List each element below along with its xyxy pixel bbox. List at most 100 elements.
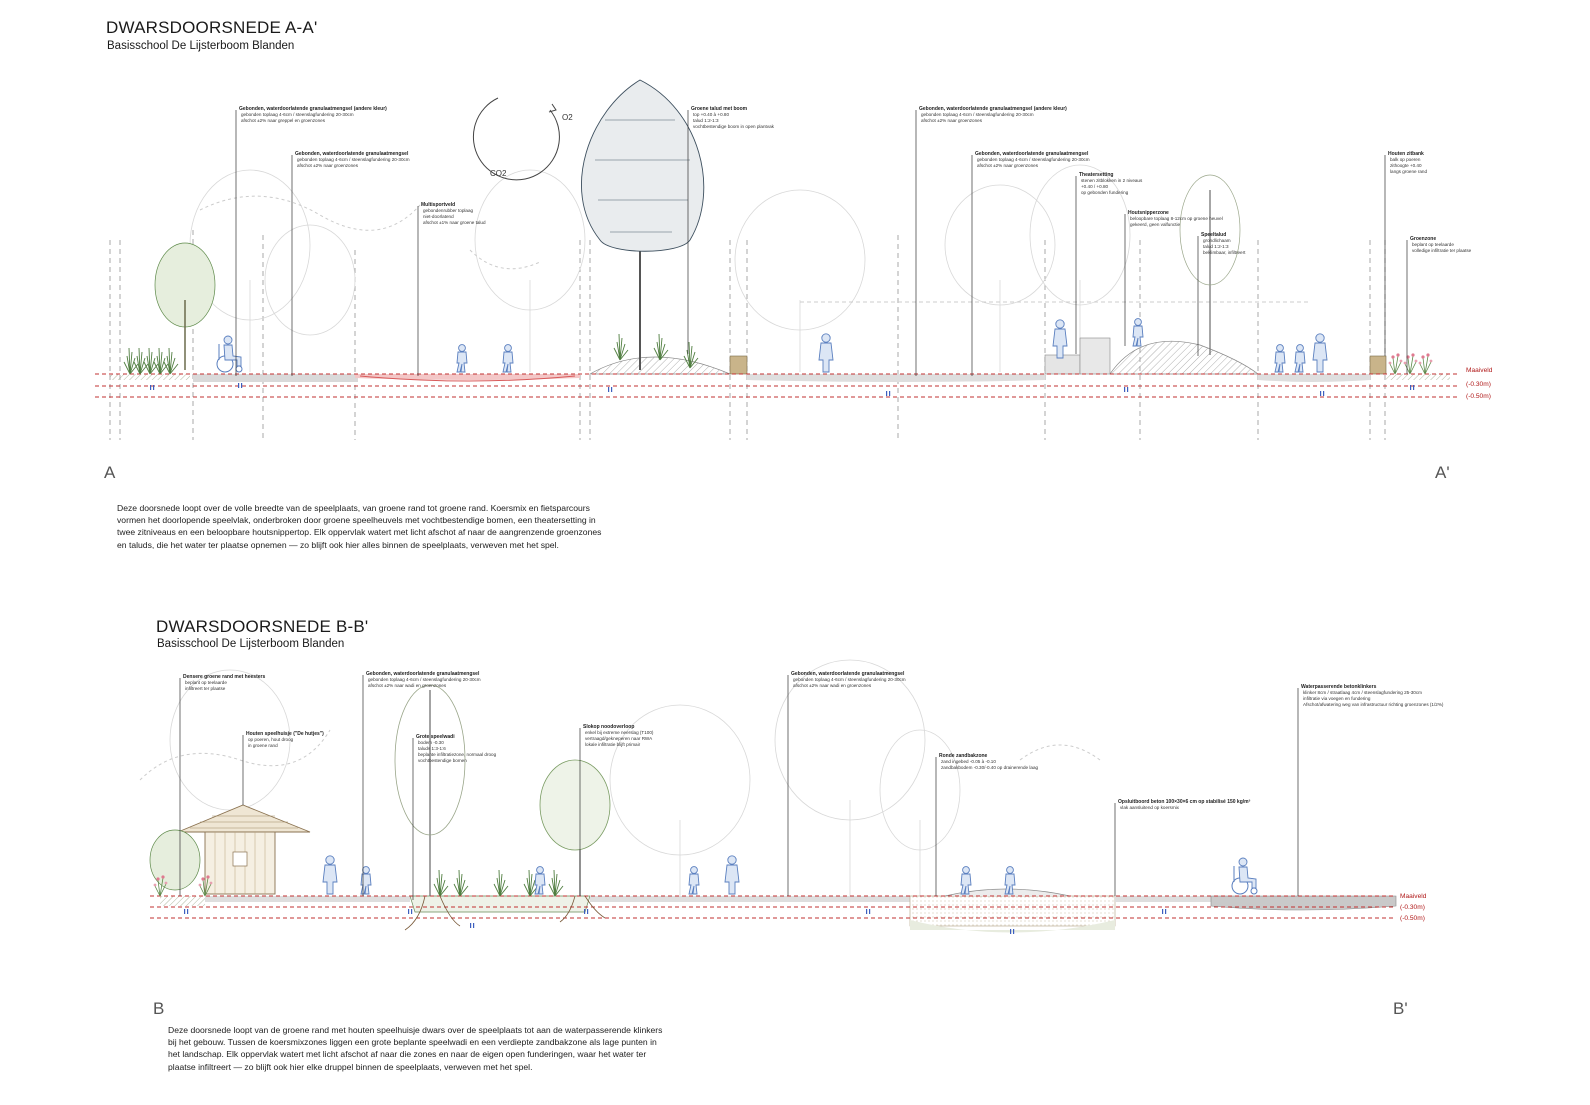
svg-text:Densere groene rand met heeste: Densere groene rand met heesters xyxy=(183,674,265,680)
label-b-speelhuisje: Houten speelhuisje ("De hutjes") op poer… xyxy=(246,731,324,748)
svg-text:vochtbestendige boom in open p: vochtbestendige boom in open plantvak xyxy=(693,124,775,129)
svg-text:vochtbestendige bomen: vochtbestendige bomen xyxy=(418,758,467,763)
section-a-description: Deze doorsnede loopt over de volle breed… xyxy=(117,503,602,550)
svg-text:op gebonden fundering: op gebonden fundering xyxy=(1081,190,1129,195)
label-a-multisportveld: Multisportveld gebondenrubber toplaag ni… xyxy=(421,202,486,225)
svg-text:Grote speelwadi: Grote speelwadi xyxy=(416,734,455,740)
svg-text:balk op poeren: balk op poeren xyxy=(1390,157,1421,162)
svg-text:beplant op teelaarde: beplant op teelaarde xyxy=(1412,242,1454,247)
section-a-level-maaiveld: Maaiveld xyxy=(1466,367,1493,374)
svg-text:afschot ±2% naar groenzones: afschot ±2% naar groenzones xyxy=(977,163,1039,168)
svg-text:langs groene rand: langs groene rand xyxy=(1390,169,1427,174)
label-a-granulaat-left: Gebonden, waterdoorlatende granulaatmeng… xyxy=(295,151,410,168)
svg-text:Multisportveld: Multisportveld xyxy=(421,202,455,208)
label-a-granulaat-andere-kleur-left: Gebonden, waterdoorlatende granulaatmeng… xyxy=(239,106,387,123)
svg-text:Groene talud met boom: Groene talud met boom xyxy=(691,106,748,112)
section-b-subtitle: Basisschool De Lijsterboom Blanden xyxy=(157,638,345,650)
section-b-end-marker: B' xyxy=(1393,999,1408,1018)
svg-text:vertraagd/gekneperen naar RWA: vertraagd/gekneperen naar RWA xyxy=(585,736,653,741)
svg-text:afschot ±2% naar wadi en groen: afschot ±2% naar wadi en groenzones xyxy=(793,683,872,688)
svg-text:Gebonden, waterdoorlatende gra: Gebonden, waterdoorlatende granulaatmeng… xyxy=(295,151,409,157)
svg-text:gebonden toplaag 4-6cm / steen: gebonden toplaag 4-6cm / steenslagfunder… xyxy=(297,157,410,162)
label-b-speelwadi: Grote speelwadi bodem -0.30 taluds 1:3-1… xyxy=(416,734,497,763)
section-b-level-030: (-0.30m) xyxy=(1400,904,1425,911)
svg-text:vlak aansluitend op koersmix: vlak aansluitend op koersmix xyxy=(1120,805,1180,810)
section-b-start-marker: B xyxy=(153,999,165,1018)
section-a-level-lines xyxy=(95,373,1460,398)
section-a-ground xyxy=(110,337,1450,382)
svg-text:enkel bij extreme neerslag (T1: enkel bij extreme neerslag (T100) xyxy=(585,730,654,735)
svg-text:afschot ±2% naar wadi en groen: afschot ±2% naar wadi en groenzones xyxy=(368,683,447,688)
svg-text:gebonden toplaag 4-6cm / steen: gebonden toplaag 4-6cm / steenslagfunder… xyxy=(793,677,906,682)
svg-text:gebonden toplaag 4-6cm / steen: gebonden toplaag 4-6cm / steenslagfunder… xyxy=(921,112,1034,117)
section-b-drawing: Maaiveld (-0.30m) (-0.50m) xyxy=(139,659,1444,934)
svg-text:afschot ±2% naar groenzones: afschot ±2% naar groenzones xyxy=(297,163,359,168)
section-a-subtitle: Basisschool De Lijsterboom Blanden xyxy=(107,40,295,52)
section-b-labels: Densere groene rand met heesters beplant… xyxy=(183,671,1444,810)
svg-text:Houten zitbank: Houten zitbank xyxy=(1388,151,1424,157)
label-a-houten-zitbank: Houten zitbank balk op poeren zithoogte … xyxy=(1388,151,1427,174)
label-b-betonklinkers: Waterpasserende betonklinkers klinker 8c… xyxy=(1301,684,1444,707)
co2-cycle-diagram: O2 CO2 xyxy=(472,97,573,181)
co2-label: CO2 xyxy=(490,169,507,178)
label-a-granulaat-right: Gebonden, waterdoorlatende granulaatmeng… xyxy=(975,151,1090,168)
label-a-groene-talud: Groene talud met boom top +0.40 à +0.80 … xyxy=(691,106,775,129)
section-a-level-050: (-0.50m) xyxy=(1466,393,1491,400)
section-a-start-marker: A xyxy=(104,463,116,482)
svg-text:zithoogte +0.40: zithoogte +0.40 xyxy=(1390,163,1422,168)
label-a-theatersetting: Theatersetting stenen zitblokken in 2 ni… xyxy=(1079,172,1143,195)
svg-text:niet-doorlatend: niet-doorlatend xyxy=(423,214,454,219)
section-b-level-maaiveld: Maaiveld xyxy=(1400,893,1427,900)
svg-text:gebondenrubber toplaag: gebondenrubber toplaag xyxy=(423,208,474,213)
svg-text:Afschot/afwatering weg van inf: Afschot/afwatering weg van infrastructuu… xyxy=(1303,702,1444,707)
svg-text:afschot ±2% naar groenzones: afschot ±2% naar groenzones xyxy=(921,118,983,123)
label-a-speeltalud: Speeltalud grondlichaam talud 1:2-1:3 be… xyxy=(1201,232,1246,255)
label-a-houtsnipperzone: Houtsnipperzone beloopbare toplaag 8-12c… xyxy=(1128,210,1223,227)
wooden-play-hut xyxy=(177,804,311,895)
section-a-drawing: O2 CO2 Maaiveld (-0.30m) (-0.50m) xyxy=(95,79,1493,440)
svg-text:klinker 8cm / straatlaag 4cm /: klinker 8cm / straatlaag 4cm / steenslag… xyxy=(1303,690,1422,695)
svg-text:Waterpasserende betonklinkers: Waterpasserende betonklinkers xyxy=(1301,684,1377,690)
label-a-granulaat-andere-kleur-right: Gebonden, waterdoorlatende granulaatmeng… xyxy=(919,106,1067,123)
svg-text:grondlichaam: grondlichaam xyxy=(1203,238,1231,243)
svg-text:afschot ±1% naar groene talud: afschot ±1% naar groene talud xyxy=(423,220,486,225)
section-a-labels: Gebonden, waterdoorlatende granulaatmeng… xyxy=(239,106,1472,255)
section-a-end-marker: A' xyxy=(1435,463,1450,482)
svg-text:lokale infiltratie blijft prim: lokale infiltratie blijft primair xyxy=(585,742,641,747)
svg-text:Gebonden, waterdoorlatende gra: Gebonden, waterdoorlatende granulaatmeng… xyxy=(975,151,1089,157)
svg-text:in groene rand: in groene rand xyxy=(248,743,278,748)
section-b-description: Deze doorsnede loopt van de groene rand … xyxy=(168,1025,663,1072)
svg-text:beplante infiltratiezone, norm: beplante infiltratiezone, normaal droog xyxy=(418,752,497,757)
section-a-level-030: (-0.30m) xyxy=(1466,381,1491,388)
svg-text:talud 1:2-1:3: talud 1:2-1:3 xyxy=(693,118,719,123)
label-b-slokop: Slokop noodoverloop enkel bij extreme ne… xyxy=(583,724,654,747)
svg-text:infiltratie via voegen en fund: infiltratie via voegen en fundering xyxy=(1303,696,1371,701)
svg-text:op poeren, hout droog: op poeren, hout droog xyxy=(248,737,294,742)
svg-text:talud 1:2-1:3: talud 1:2-1:3 xyxy=(1203,244,1229,249)
section-a-title: DWARSDOORSNEDE A-A' xyxy=(106,18,318,37)
section-b-level-lines xyxy=(150,895,1396,919)
label-b-groene-rand: Densere groene rand met heesters beplant… xyxy=(183,674,265,691)
svg-text:Opsluitboord beton 100×30×6 cm: Opsluitboord beton 100×30×6 cm op stabil… xyxy=(1118,799,1251,805)
svg-text:+0.40 / +0.80: +0.40 / +0.80 xyxy=(1081,184,1109,189)
svg-text:gebonden toplaag 4-6cm / steen: gebonden toplaag 4-6cm / steenslagfunder… xyxy=(977,157,1090,162)
svg-text:afschot ±2% naar greppel en gr: afschot ±2% naar greppel en groenzones xyxy=(241,118,326,123)
svg-text:top +0.40 à +0.80: top +0.40 à +0.80 xyxy=(693,112,729,117)
svg-text:Ronde zandbakzone: Ronde zandbakzone xyxy=(939,753,988,759)
label-b-granulaat-left: Gebonden, waterdoorlatende granulaatmeng… xyxy=(366,671,481,688)
svg-text:infiltreert ter plaatse: infiltreert ter plaatse xyxy=(185,686,226,691)
section-a-vegetation xyxy=(123,79,1433,375)
label-b-granulaat-right: Gebonden, waterdoorlatende granulaatmeng… xyxy=(791,671,906,688)
svg-text:Slokop noodoverloop: Slokop noodoverloop xyxy=(583,724,634,730)
section-b-vegetation xyxy=(149,684,611,931)
svg-text:Speeltalud: Speeltalud xyxy=(1201,232,1226,238)
section-b-level-050: (-0.50m) xyxy=(1400,915,1425,922)
label-a-groenzone: Groenzone beplant op teelaarde volledige… xyxy=(1410,236,1472,253)
svg-text:Gebonden, waterdoorlatende gra: Gebonden, waterdoorlatende granulaatmeng… xyxy=(366,671,480,677)
section-b-title: DWARSDOORSNEDE B-B' xyxy=(156,617,369,636)
svg-text:Houtsnipperzone: Houtsnipperzone xyxy=(1128,210,1169,216)
svg-text:Gebonden, waterdoorlatende gra: Gebonden, waterdoorlatende granulaatmeng… xyxy=(919,106,1067,112)
svg-text:bodem -0.30: bodem -0.30 xyxy=(418,740,444,745)
svg-text:taluds 1:3-1:6: taluds 1:3-1:6 xyxy=(418,746,446,751)
svg-text:Groenzone: Groenzone xyxy=(1410,236,1436,242)
